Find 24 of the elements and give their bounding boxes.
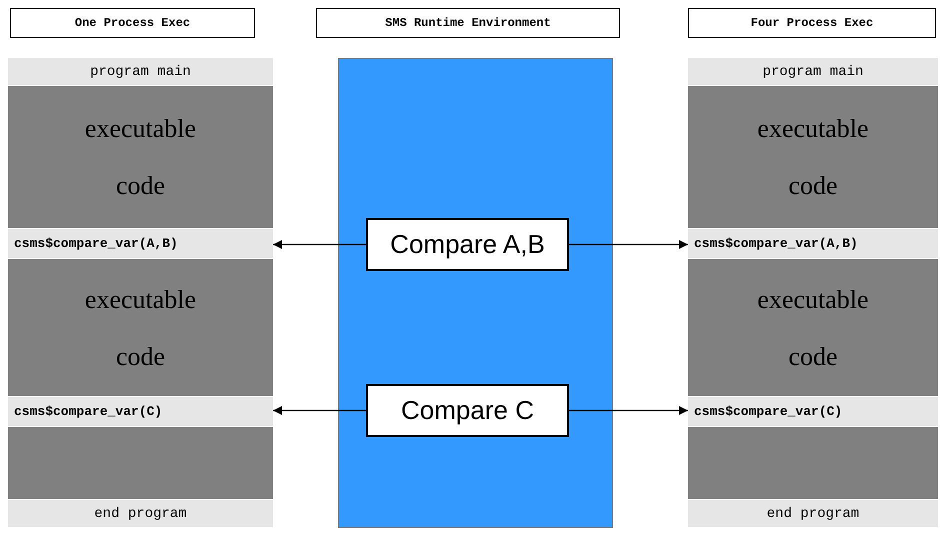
code-block: executable code [688, 259, 938, 397]
compare-box: Compare C [366, 384, 569, 437]
code-block: executable code [8, 86, 273, 229]
column-heading: One Process Exec [10, 8, 255, 38]
program-line-bar: program main [8, 58, 273, 86]
program-line-bar: end program [688, 500, 938, 528]
column-heading: Four Process Exec [688, 8, 936, 38]
function-call-bar: csms$compare_var(C) [8, 397, 273, 427]
runtime-panel [338, 58, 613, 528]
code-block: executable code [8, 259, 273, 397]
code-block [8, 427, 273, 500]
compare-box: Compare A,B [366, 218, 569, 271]
code-block: executable code [688, 86, 938, 229]
program-line-bar: end program [8, 500, 273, 528]
function-call-bar: csms$compare_var(A,B) [688, 229, 938, 259]
function-call-bar: csms$compare_var(A,B) [8, 229, 273, 259]
code-block [688, 427, 938, 500]
program-line-bar: program main [688, 58, 938, 86]
arrow [569, 406, 688, 416]
function-call-bar: csms$compare_var(C) [688, 397, 938, 427]
arrow [273, 406, 366, 416]
arrow [569, 240, 688, 250]
column-heading: SMS Runtime Environment [316, 8, 620, 38]
arrow [273, 240, 366, 250]
